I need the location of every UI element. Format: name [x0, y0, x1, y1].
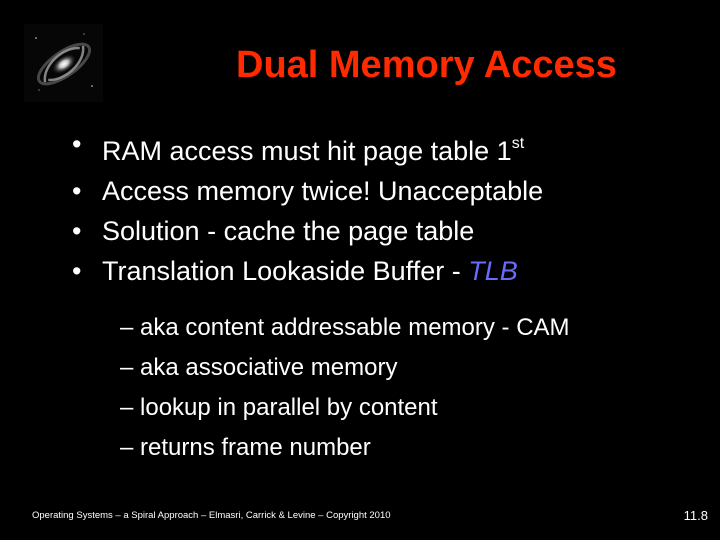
bullet-superscript: st — [511, 135, 525, 152]
bullet-dot: • — [72, 176, 82, 206]
page-number: 11.8 — [683, 508, 708, 523]
bullet-dot: • — [72, 129, 82, 159]
bullet-item: • Solution - cache the page table — [72, 211, 543, 251]
sub-bullet-item: – lookup in parallel by content — [120, 394, 438, 421]
bullet-text: Translation Lookaside Buffer - — [102, 256, 469, 286]
bullet-text: RAM access must hit page table 1 — [102, 136, 512, 166]
bullet-item: • RAM access must hit page table 1st — [72, 124, 543, 171]
bullet-item: • Translation Lookaside Buffer - TLB — [72, 251, 543, 291]
sub-bullet-item: – aka associative memory — [120, 354, 398, 381]
bullet-dot: • — [72, 256, 82, 286]
sub-bullet-item: – aka content addressable memory - CAM — [120, 314, 570, 341]
bullet-dot: • — [72, 216, 82, 246]
bullet-text: Solution - cache the page table — [102, 216, 475, 246]
galaxy-logo — [24, 24, 103, 102]
sub-bullet-list: – aka content addressable memory - CAM –… — [120, 308, 570, 468]
galaxy-icon — [24, 24, 103, 102]
bullet-list: • RAM access must hit page table 1st • A… — [72, 124, 543, 291]
sub-bullet-item: – returns frame number — [120, 434, 371, 461]
bullet-item: • Access memory twice! Unacceptable — [72, 171, 543, 211]
footer-copyright: Operating Systems – a Spiral Approach – … — [32, 510, 391, 521]
bullet-text: Access memory twice! Unacceptable — [102, 176, 544, 206]
tlb-highlight: TLB — [468, 256, 518, 286]
slide-title: Dual Memory Access — [236, 44, 617, 86]
